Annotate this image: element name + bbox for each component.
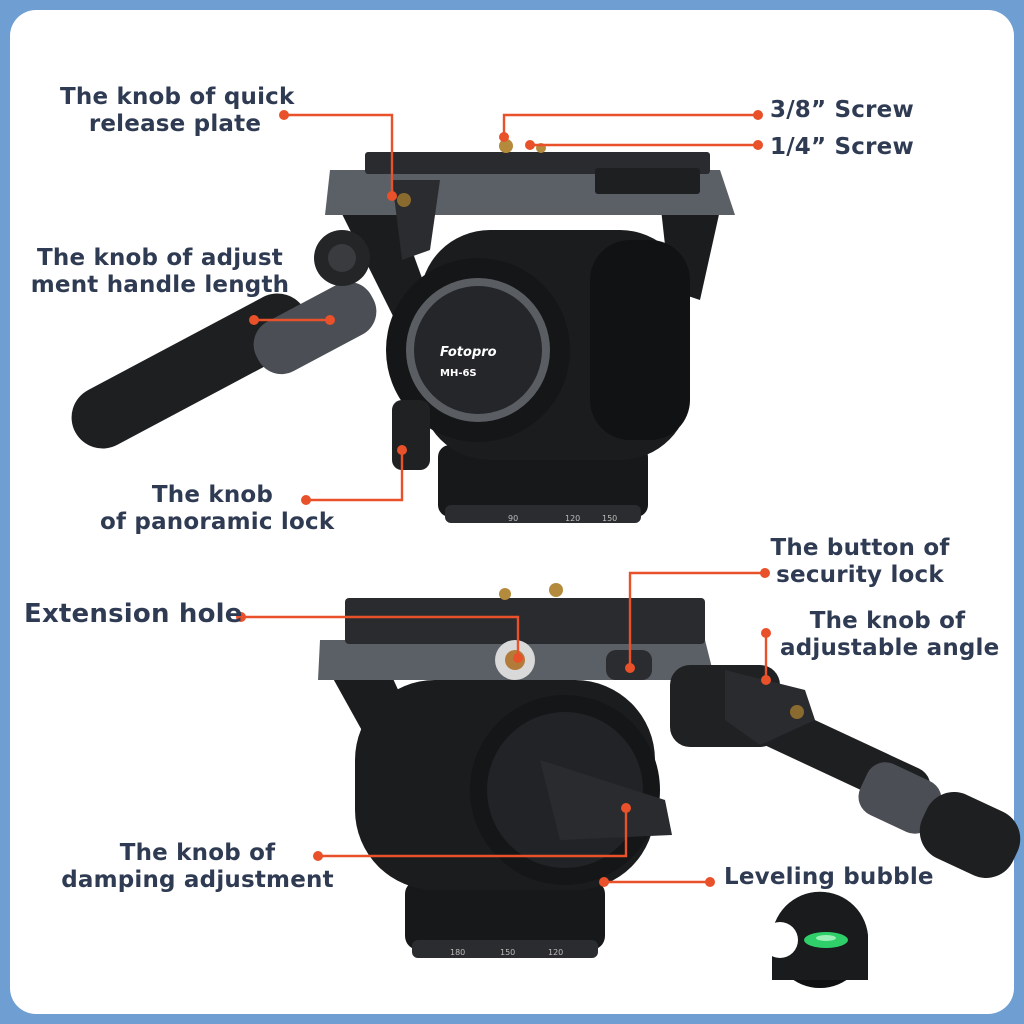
damping-knob [540,760,672,840]
label-adjustable-angle-knob: The knob of adjustable angle [780,608,1000,662]
label-quick-release-knob: The knob of quick release plate [60,84,295,138]
label-security-lock-line1: The button of [770,535,950,561]
top-panoramic-base: 90 120 150 [438,445,648,523]
bottom-panoramic-base: 180 150 120 [405,880,605,958]
label-adjustable-angle-line2: adjustable angle [780,635,1000,661]
label-extension-hole: Extension hole [24,599,243,629]
label-security-lock-line2: security lock [776,562,944,588]
adjustable-angle-knob [725,670,815,745]
scale-120: 120 [565,514,580,523]
label-quick-release-knob-line2: release plate [88,111,262,137]
label-adjustable-angle-line1: The knob of [809,608,966,634]
label-quick-release-knob-line1: The knob of quick [60,84,295,110]
label-leveling-bubble: Leveling bubble [724,864,934,890]
label-security-lock-button: The button of security lock [770,535,950,589]
label-screw-14: 1/4” Screw [770,134,914,160]
scale-150: 150 [602,514,617,523]
label-damping-knob: The knob of damping adjustment [60,840,335,894]
brand-logo: Fotopro [440,345,497,360]
label-screw-38: 3/8” Screw [770,97,914,123]
model-number: MH-6S [440,368,477,379]
label-handle-length-line2: ment handle length [30,272,290,298]
label-panoramic-lock-line1: The knob [151,482,274,508]
label-panoramic-lock-line2: of panoramic lock [100,509,335,535]
label-handle-length-line1: The knob of adjust [37,245,283,271]
label-panoramic-lock-knob: The knob of panoramic lock [100,482,335,536]
top-video-head: 90 120 150 Fotopro MH-6S [71,139,735,523]
leveling-bubble-inset [762,891,868,988]
label-damping-line2: damping adjustment [61,867,334,893]
scale-120b: 120 [548,948,563,957]
scale-180: 180 [450,948,465,957]
bottom-video-head: 180 150 120 [318,583,1021,958]
bottom-quick-release-plate [345,598,705,644]
scale-90: 90 [508,514,518,523]
screw-38 [499,139,513,153]
top-pan-handle [71,281,377,449]
label-handle-length-knob: The knob of adjust ment handle length [30,245,290,299]
label-damping-line1: The knob of [119,840,276,866]
scale-150b: 150 [500,948,515,957]
